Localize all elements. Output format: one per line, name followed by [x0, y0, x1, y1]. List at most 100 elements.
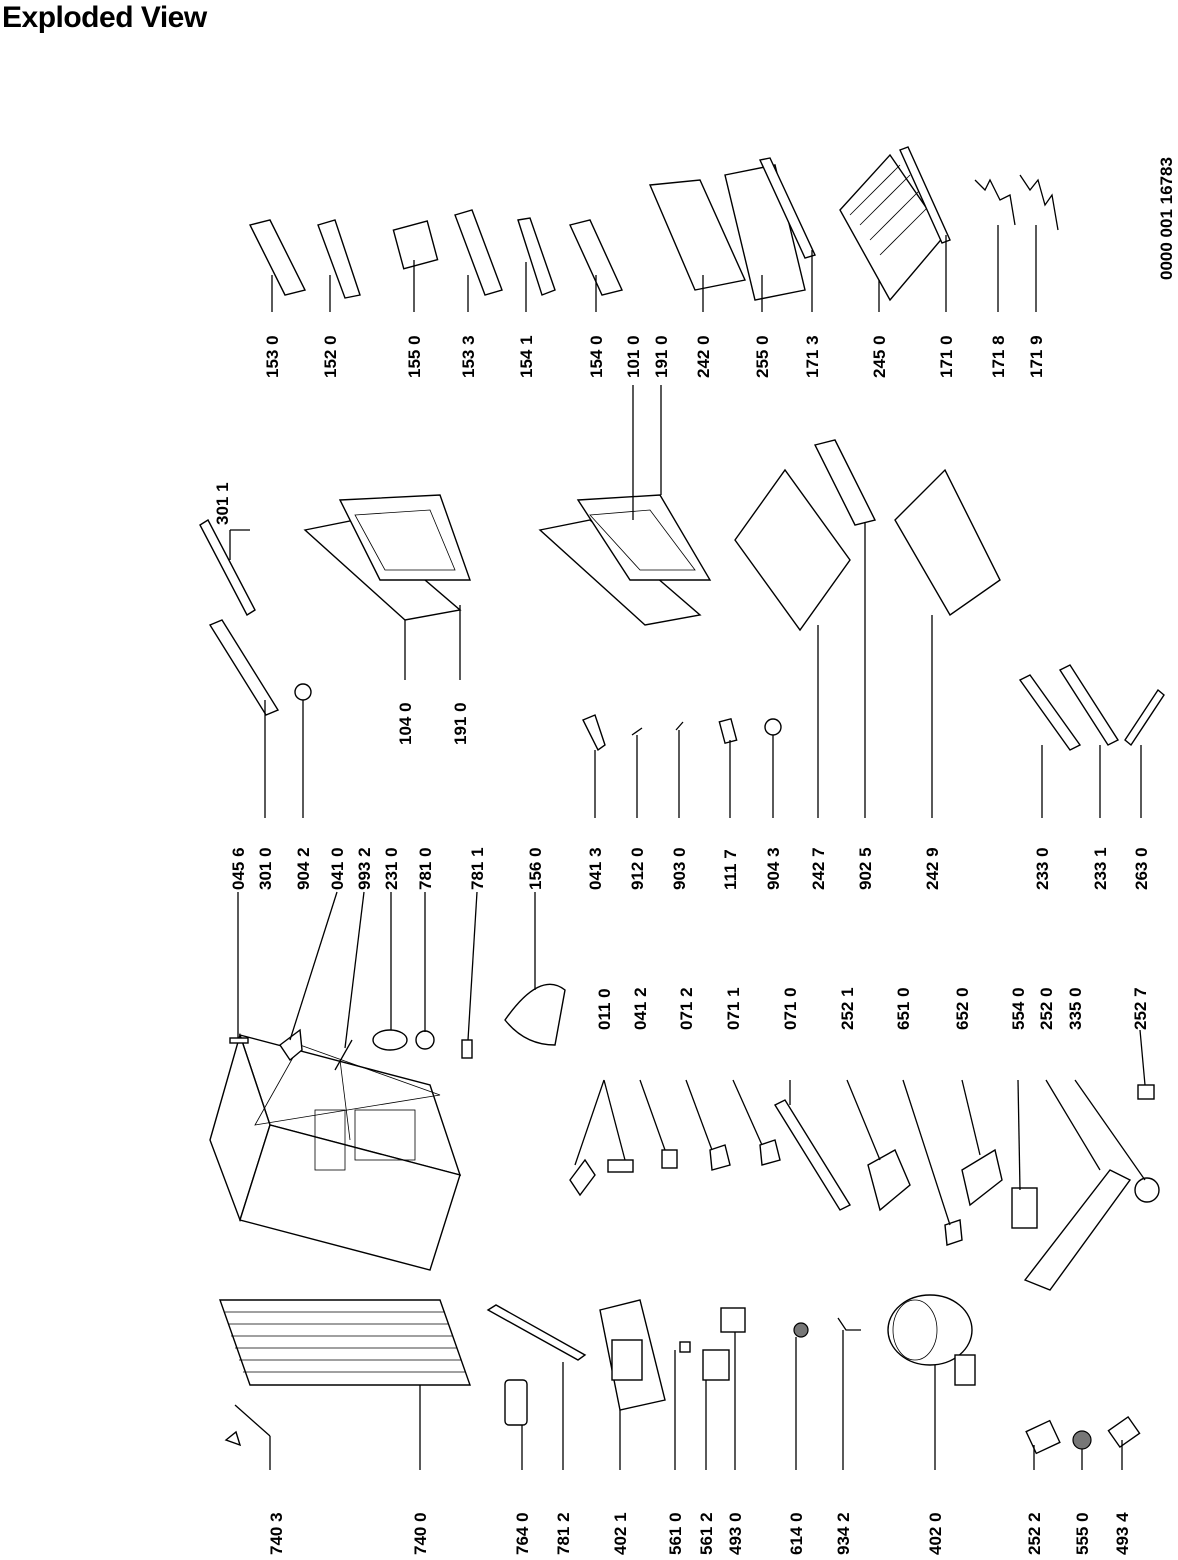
callout-labels: 740 3 740 0 764 0 781 2 402 1 561 0 561 …	[213, 335, 1151, 1555]
callout-614-0: 614 0	[787, 1512, 806, 1555]
callout-904-2: 904 2	[294, 847, 313, 890]
callout-555-0: 555 0	[1073, 1512, 1092, 1555]
callout-242-7: 242 7	[809, 847, 828, 890]
callout-153-3: 153 3	[459, 335, 478, 378]
relay-part	[1025, 1419, 1061, 1455]
page-title: Exploded View	[2, 1, 207, 34]
callout-263-0: 263 0	[1132, 847, 1151, 890]
egg-tray-part	[392, 220, 439, 270]
hinge-part	[279, 1028, 303, 1062]
document-number: 0000 001 16783	[1157, 157, 1176, 280]
bar-part	[718, 717, 738, 745]
callout-902-5: 902 5	[856, 847, 875, 890]
callout-993-2: 993 2	[355, 847, 374, 890]
callout-111-7: 111 7	[721, 849, 740, 890]
callout-231-0: 231 0	[382, 847, 401, 890]
dairy-box-part	[648, 179, 746, 291]
rail-part	[1018, 674, 1082, 751]
callout-252-7: 252 7	[1131, 987, 1150, 1030]
callout-764-0: 764 0	[513, 1512, 532, 1555]
callout-171-8: 171 8	[989, 335, 1008, 378]
pin-part	[229, 1037, 249, 1044]
bush-part	[661, 1149, 678, 1169]
thermostat-part	[944, 1219, 963, 1246]
door-shelf-part	[248, 219, 307, 296]
callout-402-0: 402 0	[926, 1512, 945, 1555]
callout-402-1: 402 1	[611, 1512, 630, 1555]
plug-part	[294, 683, 312, 701]
callout-904-3: 904 3	[764, 847, 783, 890]
door-stop-2-part	[759, 1139, 781, 1166]
callout-651-0: 651 0	[894, 987, 913, 1030]
callout-071-1: 071 1	[724, 987, 743, 1030]
callout-154-1: 154 1	[517, 335, 536, 378]
callout-154-0: 154 0	[587, 335, 606, 378]
hinge-screw-part	[631, 727, 643, 736]
callout-045-6: 045 6	[229, 847, 248, 890]
callout-171-3: 171 3	[803, 335, 822, 378]
light-cover-part	[1134, 1177, 1160, 1203]
spring-part	[1011, 1187, 1038, 1229]
hinge-assy-part	[569, 1158, 596, 1197]
hinge-bracket-part	[582, 714, 606, 752]
washer-part	[1072, 1430, 1092, 1450]
butter-lid-part	[517, 217, 556, 296]
callout-233-1: 233 1	[1091, 847, 1110, 890]
support-2-part	[1019, 174, 1059, 231]
crisper-cover-part	[813, 439, 877, 526]
callout-561-2: 561 2	[697, 1512, 716, 1555]
door-shelf-3-part	[454, 209, 503, 296]
callout-171-9: 171 9	[1027, 335, 1046, 378]
callout-252-2: 252 2	[1025, 1512, 1044, 1555]
wire-shelf-part	[839, 153, 946, 302]
bottle-shelf-part	[569, 219, 623, 296]
door-stop-part	[709, 1144, 731, 1171]
shelf-strip-part	[899, 146, 951, 244]
callout-493-4: 493 4	[1113, 1512, 1132, 1555]
clip-part	[679, 1341, 691, 1353]
callout-104-0: 104 0	[396, 702, 415, 745]
callout-041-0: 041 0	[328, 847, 347, 890]
support-part	[974, 178, 1016, 226]
callout-245-0: 245 0	[870, 335, 889, 378]
condenser-part	[219, 1299, 471, 1447]
callout-155-0: 155 0	[405, 335, 424, 378]
drier-part	[504, 1379, 528, 1426]
callout-934-2: 934 2	[834, 1512, 853, 1555]
shelf-trim-part	[758, 157, 816, 259]
callout-011-0: 011 0	[595, 988, 614, 1030]
callout-301-1: 301 1	[213, 482, 232, 525]
callout-903-0: 903 0	[670, 847, 689, 890]
callout-912-0: 912 0	[628, 847, 647, 890]
plate-part	[1107, 1415, 1141, 1449]
handle-part	[208, 619, 280, 716]
kickplate-part	[774, 1099, 851, 1211]
rail-3-part	[1124, 688, 1165, 747]
compressor-part	[887, 1294, 976, 1386]
hinge-pin-part	[607, 1159, 634, 1173]
wire-part	[837, 1317, 861, 1331]
callout-101-0: 101 0	[624, 335, 643, 378]
callout-301-0: 301 0	[256, 847, 275, 890]
rail-2-part	[1058, 664, 1120, 746]
callout-156-0: 156 0	[526, 847, 545, 890]
rod-part	[486, 1304, 587, 1361]
bulb-part	[461, 1039, 473, 1059]
callout-781-2: 781 2	[554, 1512, 573, 1555]
callout-191-0: 191 0	[451, 702, 470, 745]
control-panel-part	[1023, 1169, 1132, 1291]
grommet-part	[793, 1322, 809, 1338]
lamp-housing-part	[961, 1148, 1003, 1207]
callout-561-0: 561 0	[666, 1512, 685, 1555]
callout-554-0: 554 0	[1009, 987, 1028, 1030]
callout-171-0: 171 0	[937, 335, 956, 378]
cabinet-part	[209, 1032, 462, 1271]
callout-252-1: 252 1	[838, 987, 857, 1030]
fridge-door-part	[538, 494, 712, 626]
callout-153-0: 153 0	[263, 335, 282, 378]
screw-2-part	[675, 721, 684, 731]
bracket-part	[702, 1349, 730, 1381]
callout-191-0b: 191 0	[652, 335, 671, 378]
callout-335-0: 335 0	[1066, 987, 1085, 1030]
door-shelf-2-part	[317, 219, 361, 299]
